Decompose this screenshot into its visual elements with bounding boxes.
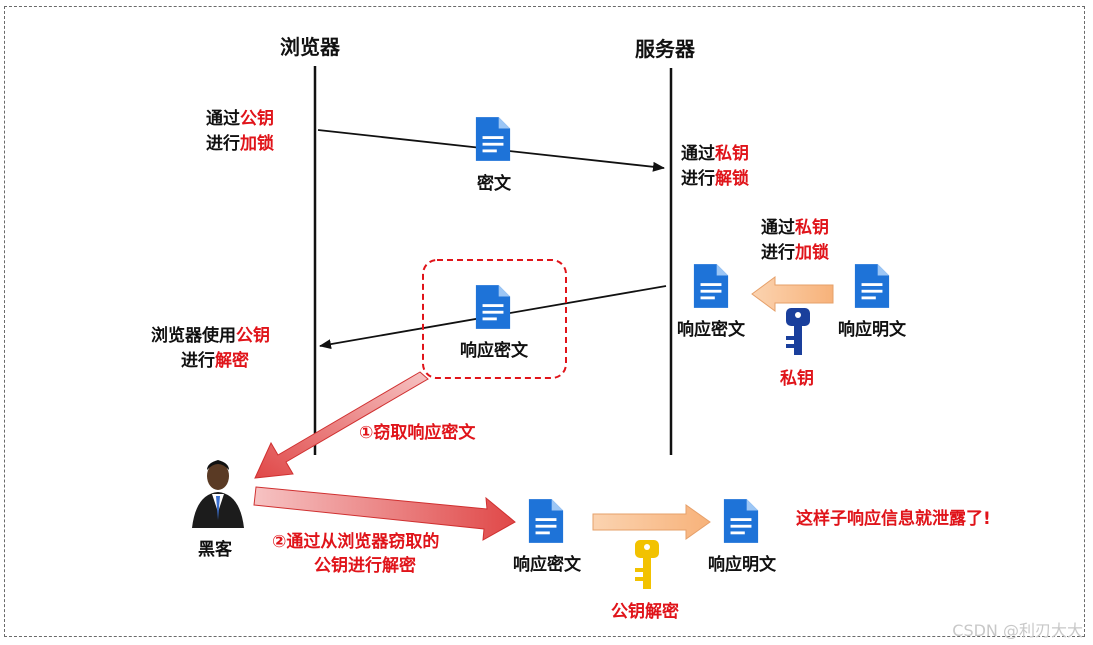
ciphertext-document-icon — [475, 117, 511, 161]
response-ciphertext-document-icon — [475, 285, 511, 329]
attacker-decrypt-arrow — [592, 504, 711, 540]
leak-message: 这样子响应信息就泄露了! — [796, 509, 991, 529]
server-response-ciphertext-document-icon — [693, 264, 729, 308]
hacker-icon — [192, 460, 244, 528]
browser-encrypt-line2: 进行加锁 — [206, 134, 274, 154]
intercepted-ciphertext-label: 响应密文 — [460, 341, 528, 361]
diagram-frame — [4, 6, 1085, 637]
stolen-ciphertext-label: 响应密文 — [513, 555, 581, 575]
steal-label: ①窃取响应密文 — [359, 423, 476, 443]
browser-decrypt-line2: 进行解密 — [181, 351, 249, 371]
attack-decrypt-line2: 公钥进行解密 — [314, 556, 416, 576]
hacker-label: 黑客 — [198, 540, 232, 560]
attack-arrow — [253, 486, 516, 541]
attack-decrypt-line1: ②通过从浏览器窃取的 — [272, 532, 440, 552]
server-column-title: 服务器 — [635, 37, 695, 61]
private-key-label: 私钥 — [780, 369, 814, 389]
leaked-plaintext-label: 响应明文 — [708, 555, 776, 575]
server-encrypt-line1: 通过私钥 — [761, 218, 829, 238]
steal-arrow — [254, 371, 429, 479]
watermark: CSDN @利刃大大 — [952, 621, 1083, 640]
server-decrypt-line1: 通过私钥 — [681, 144, 749, 164]
server-response-plaintext-label: 响应明文 — [838, 320, 906, 340]
server-response-plaintext-document-icon — [854, 264, 890, 308]
intercept-highlight-box — [422, 259, 567, 379]
browser-column-title: 浏览器 — [280, 35, 340, 59]
server-encrypt-line2: 进行加锁 — [761, 243, 829, 263]
stolen-ciphertext-document-icon — [528, 499, 564, 543]
browser-encrypt-line1: 通过公钥 — [206, 109, 274, 129]
private-key-icon — [786, 308, 810, 355]
server-response-ciphertext-label: 响应密文 — [677, 320, 745, 340]
leaked-plaintext-document-icon — [723, 499, 759, 543]
server-encrypt-arrow — [751, 276, 834, 312]
browser-decrypt-line1: 浏览器使用公钥 — [151, 326, 270, 346]
server-decrypt-line2: 进行解锁 — [681, 169, 749, 189]
public-key-decrypt-label: 公钥解密 — [611, 602, 679, 622]
public-key-icon — [635, 540, 659, 589]
ciphertext-label: 密文 — [477, 174, 511, 194]
